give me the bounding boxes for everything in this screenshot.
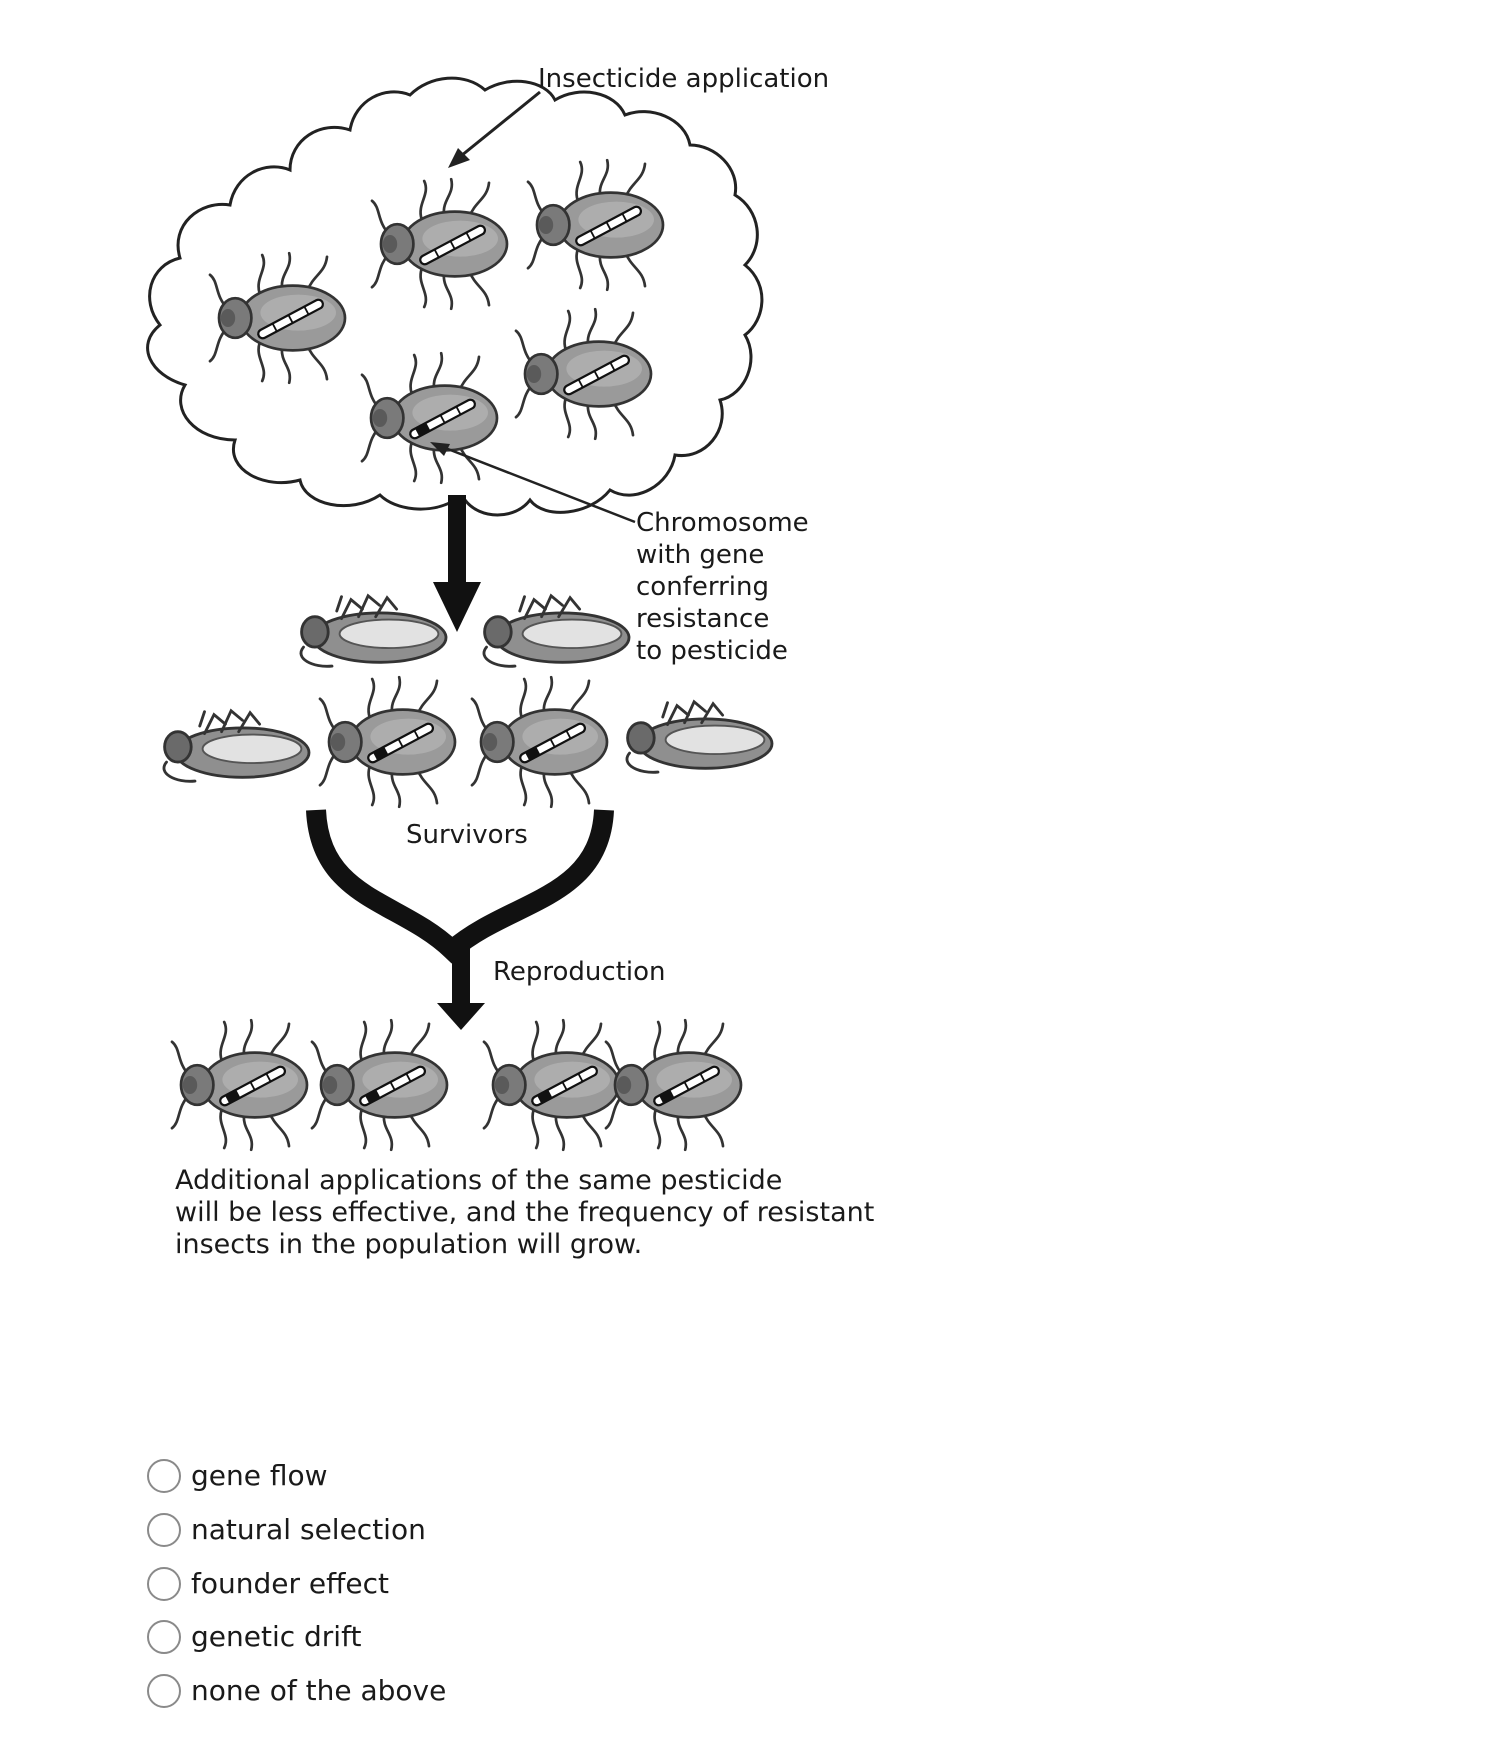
caption-line-1: Additional applications of the same pest…	[175, 1165, 782, 1196]
evolution-diagram: Insecticide application Chromosome with …	[146, 64, 874, 1260]
option-label: none of the above	[191, 1674, 447, 1707]
option-genetic-drift[interactable]: genetic drift	[147, 1607, 361, 1667]
beetle-icon	[208, 251, 347, 385]
beetle-icon	[370, 177, 509, 311]
option-label: genetic drift	[191, 1620, 362, 1653]
offspring-beetle-icon	[312, 1020, 447, 1150]
dead-beetle-icon	[482, 594, 631, 668]
reproduction-label: Reproduction	[493, 957, 666, 987]
radio-button[interactable]	[147, 1459, 181, 1493]
option-gene-flow[interactable]: gene flow	[147, 1446, 328, 1506]
chromosome-label: Chromosome with gene conferring resistan…	[636, 508, 817, 666]
caption-line-3: insects in the population will grow.	[175, 1229, 642, 1260]
option-label: natural selection	[191, 1513, 426, 1546]
insecticide-cloud	[146, 76, 764, 517]
offspring-beetle-icon	[606, 1020, 741, 1150]
survivor-beetle-icon	[320, 677, 455, 807]
option-label: founder effect	[191, 1567, 390, 1600]
radio-button[interactable]	[147, 1674, 181, 1708]
caption-line-2: will be less effective, and the frequenc…	[175, 1197, 874, 1228]
dead-beetle-icon	[625, 700, 774, 774]
radio-button[interactable]	[147, 1620, 181, 1654]
survivor-beetle-icon	[472, 677, 607, 807]
radio-button[interactable]	[147, 1567, 181, 1601]
dead-beetle-icon	[299, 594, 448, 668]
survivors-label: Survivors	[406, 820, 528, 850]
beetle-icon	[526, 158, 665, 292]
option-none-of-the-above[interactable]: none of the above	[147, 1661, 446, 1721]
option-natural-selection[interactable]: natural selection	[147, 1500, 426, 1560]
radio-button[interactable]	[147, 1513, 181, 1547]
option-label: gene flow	[191, 1459, 328, 1492]
insecticide-label: Insecticide application	[538, 64, 829, 94]
offspring-beetle-icon	[484, 1020, 619, 1150]
offspring-beetle-icon	[172, 1020, 307, 1150]
option-founder-effect[interactable]: founder effect	[147, 1554, 389, 1614]
beetle-resistant-icon	[362, 353, 497, 483]
dead-beetle-icon	[162, 709, 311, 783]
beetle-icon	[514, 307, 653, 441]
